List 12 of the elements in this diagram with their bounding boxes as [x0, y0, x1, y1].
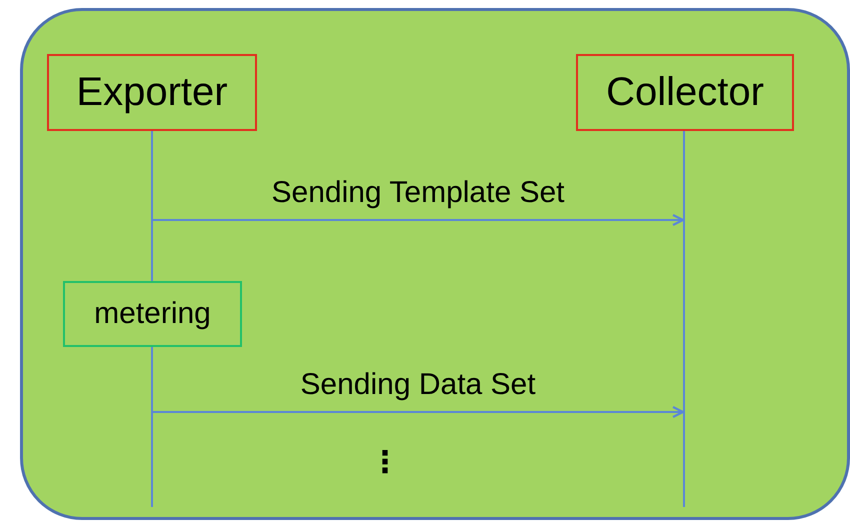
process-box [63, 281, 242, 347]
participant-name: metering [94, 297, 211, 331]
lifeline [683, 131, 685, 507]
panel-background [20, 8, 850, 520]
participant-name: Collector [606, 70, 764, 115]
participant-box [47, 54, 257, 131]
message-arrow [153, 214, 684, 226]
participant-name: Exporter [76, 70, 228, 115]
participant-box [576, 54, 794, 131]
message-arrow [153, 406, 684, 418]
lifeline [151, 347, 153, 507]
lifeline [151, 131, 153, 281]
